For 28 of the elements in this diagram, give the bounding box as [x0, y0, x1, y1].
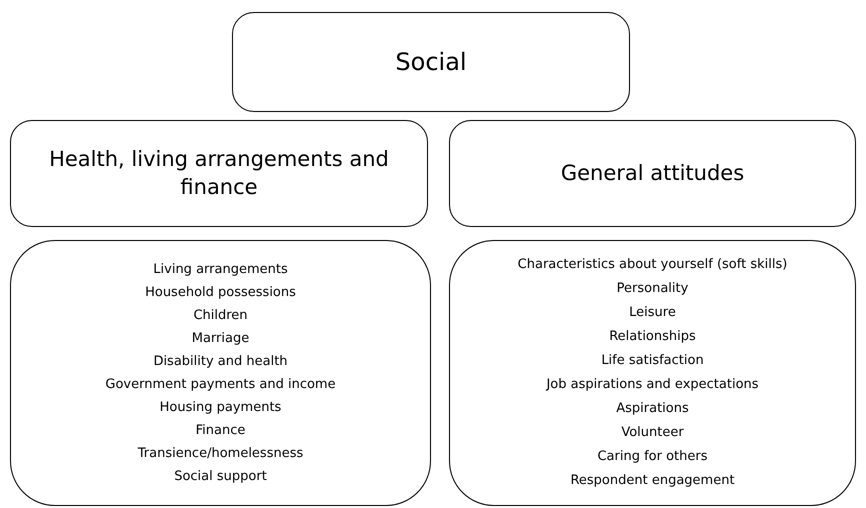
category-box: [449, 120, 856, 227]
topic-item: Personality: [616, 280, 688, 298]
topic-item: Housing payments: [160, 399, 282, 417]
topic-item: Disability and health: [153, 353, 288, 371]
topic-item: Aspirations: [616, 400, 689, 418]
topic-item: Respondent engagement: [570, 472, 735, 490]
topic-item: Children: [193, 307, 248, 325]
topic-item: Characteristics about yourself (soft skills): [518, 256, 788, 274]
topic-item: Marriage: [192, 330, 250, 348]
category-title: Health, living arrangements and finance: [48, 146, 390, 200]
topic-item: Job aspirations and expectations: [546, 376, 759, 394]
topic-item: Transience/homelessness: [138, 445, 304, 463]
topic-item: Living arrangements: [153, 261, 288, 279]
topic-item: Household possessions: [145, 284, 296, 302]
topic-item: Leisure: [629, 304, 676, 322]
category-title: General attitudes: [560, 160, 744, 187]
topic-item: Caring for others: [597, 448, 708, 466]
category-box: [10, 120, 428, 227]
category-box: [232, 12, 630, 112]
topic-list-box: [10, 240, 431, 506]
topic-list-box: [449, 240, 856, 506]
category-title: Social: [395, 48, 467, 76]
topic-item: Government payments and income: [105, 376, 336, 394]
topic-item: Social support: [174, 468, 267, 486]
topic-item: Relationships: [609, 328, 696, 346]
topic-item: Volunteer: [621, 424, 684, 442]
topic-item: Life satisfaction: [601, 352, 704, 370]
topic-item: Finance: [196, 422, 246, 440]
